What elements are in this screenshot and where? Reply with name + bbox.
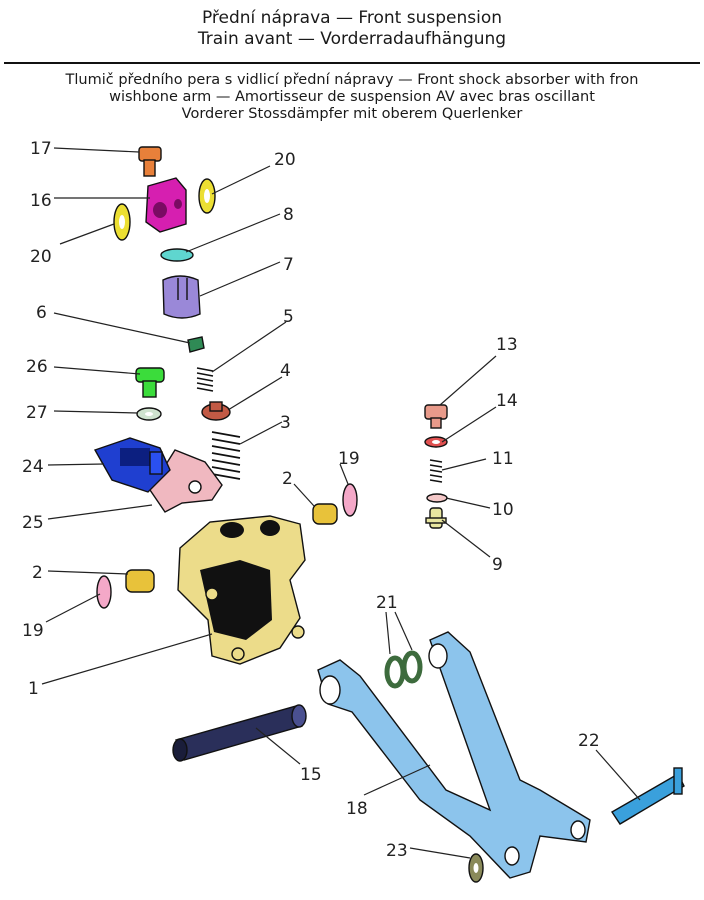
part-13-bolt (424, 404, 448, 429)
part-4-seat (201, 401, 231, 421)
part-7-bushing (162, 275, 201, 319)
part-18-arm (317, 631, 591, 879)
part-20-washer-left (113, 203, 131, 241)
callout-10: 10 (492, 500, 514, 520)
callout-17: 17 (30, 139, 52, 159)
part-10-washer (426, 493, 448, 503)
callout-13: 13 (496, 335, 518, 355)
caption-line-1: Tlumič předního pera s vidlicí přední ná… (65, 72, 639, 88)
diagram-caption: Tlumič předního pera s vidlicí přední ná… (0, 72, 704, 123)
part-2-bushing-left (125, 569, 155, 593)
leader-lines (41, 147, 641, 859)
header-divider (4, 62, 700, 64)
title-line-1: Přední náprava — Front suspension (201, 8, 503, 28)
callout-3: 3 (280, 413, 291, 433)
part-19-washer-right (342, 483, 358, 517)
callout-6: 6 (36, 303, 47, 323)
callout-26: 26 (26, 357, 48, 377)
callout-24: 24 (22, 457, 44, 477)
callout-16: 16 (30, 191, 52, 211)
part-14-washer (424, 436, 448, 448)
part-17-bolt (138, 146, 162, 177)
caption-line-3: Vorderer Stossdämpfer mit oberem Querlen… (181, 106, 523, 122)
callout-27: 27 (26, 403, 48, 423)
callout-2-left: 2 (32, 563, 43, 583)
part-9-valve (425, 507, 447, 529)
callout-19-left: 19 (22, 621, 44, 641)
callout-23: 23 (386, 841, 408, 861)
callout-7: 7 (283, 255, 294, 275)
part-21-rings (384, 650, 423, 689)
callout-15: 15 (300, 765, 322, 785)
part-24-cover (93, 437, 171, 493)
part-8-disc (160, 248, 194, 262)
callout-11: 11 (492, 449, 514, 469)
callout-9: 9 (492, 555, 503, 575)
part-5-spring (196, 367, 214, 392)
part-27-washer (136, 407, 162, 421)
part-19-washer-left (96, 575, 112, 609)
callout-21: 21 (376, 593, 398, 613)
title-line-2: Train avant — Vorderradaufhängung (197, 29, 507, 49)
callout-14: 14 (496, 391, 518, 411)
callout-22: 22 (578, 731, 600, 751)
callout-18: 18 (346, 799, 368, 819)
part-15-pin (172, 704, 307, 762)
callout-20-left: 20 (30, 247, 52, 267)
page-title: Přední náprava — Front suspension Train … (0, 8, 704, 50)
part-22-bolt (611, 767, 685, 825)
part-1-body (177, 515, 306, 665)
part-26-bolt (135, 367, 165, 398)
callout-8: 8 (283, 205, 294, 225)
part-6-clip (187, 336, 205, 353)
callout-19-right: 19 (338, 449, 360, 469)
part-20-washer-right (198, 178, 216, 214)
part-23-washer (468, 853, 484, 883)
part-11-spring (429, 459, 443, 483)
callout-1: 1 (28, 679, 39, 699)
callout-20-right: 20 (274, 150, 296, 170)
caption-line-2: wishbone arm — Amortisseur de suspension… (109, 89, 595, 105)
part-16-clamp (145, 177, 187, 233)
callout-4: 4 (280, 361, 291, 381)
callout-25: 25 (22, 513, 44, 533)
callout-2-right: 2 (282, 469, 293, 489)
part-2-bushing-right (312, 503, 338, 525)
part-3-spring (211, 431, 241, 480)
callout-5: 5 (283, 307, 294, 327)
